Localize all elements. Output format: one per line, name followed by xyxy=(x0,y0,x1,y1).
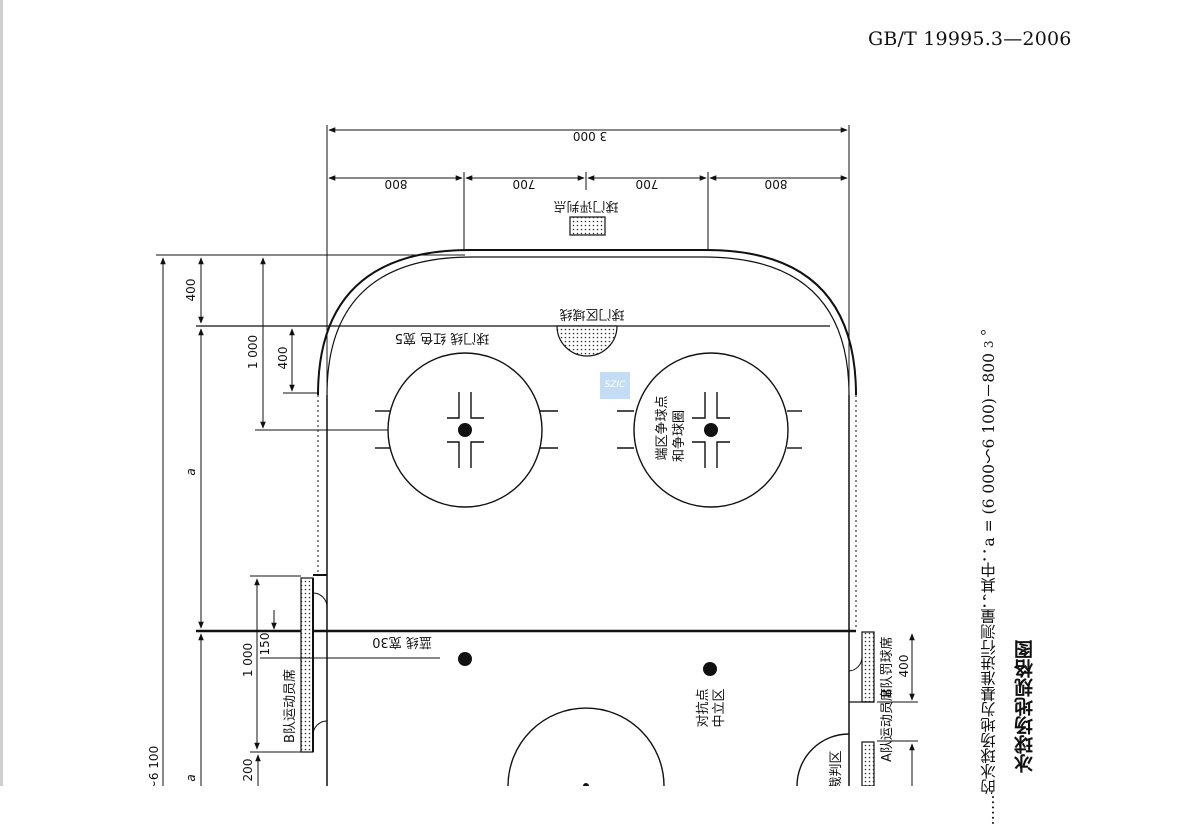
faceoff-spot-left xyxy=(458,423,472,437)
note-formula-numerator: (6 000～6 100)－800 xyxy=(980,353,998,515)
figure-title-text: 冰球场地规格图 xyxy=(1014,640,1036,773)
dim-horizontal xyxy=(326,125,850,390)
note-text: ……的冰球场地为基准进行测量；其中：a = xyxy=(980,519,998,826)
page-edge xyxy=(0,0,3,786)
rink-boards xyxy=(317,249,857,786)
neutral-spot-left xyxy=(458,652,472,666)
note-formula-denominator: 3 xyxy=(982,340,996,349)
dim-150: 150 xyxy=(258,633,272,656)
watermark-logo: SZIC xyxy=(600,372,630,399)
center-spot xyxy=(583,783,589,786)
figure-title: 冰球场地规格图 xyxy=(1008,640,1044,786)
dim-a-upper: a xyxy=(184,468,198,475)
rink-diagram: 3 000 800 700 700 800 400 1 000 400 a 1 … xyxy=(147,125,918,786)
note-formula-tail: 。 xyxy=(980,320,998,336)
dim-vertical xyxy=(156,254,918,786)
label-end-zone-faceoff-1: 端区争球点 xyxy=(655,395,670,460)
dim-1000-bench: 1 000 xyxy=(241,643,255,677)
label-officials-area: 裁判区 xyxy=(828,750,844,786)
label-goal-line: 球门线 红色 宽5 xyxy=(395,330,490,346)
label-team-a-bench: A队运动员席 xyxy=(879,688,895,762)
dim-seg-center-right: 700 xyxy=(636,177,659,191)
dim-seg-left: 800 xyxy=(385,177,408,191)
officials-area-arc xyxy=(796,733,850,786)
figure-note: ……的冰球场地为基准进行测量；其中：a = (6 000～6 100)－800 … xyxy=(968,320,1008,826)
faceoff-circle-right xyxy=(617,352,802,508)
goal-crease xyxy=(556,325,618,357)
dim-400-inner: 400 xyxy=(276,347,290,370)
dim-total-width: 3 000 xyxy=(573,129,607,143)
label-neutral-zone-2: 中立区 xyxy=(712,688,727,727)
dim-200: 200 xyxy=(241,759,255,782)
neutral-spot-right xyxy=(703,662,717,676)
team-b-bench xyxy=(300,574,328,753)
label-goal-crease-line: 球门区域线 xyxy=(559,306,624,321)
goal-judge-box xyxy=(569,216,606,236)
dim-seg-center-left: 700 xyxy=(513,177,536,191)
faceoff-spot-right xyxy=(704,423,718,437)
standard-number: GB/T 19995.3—2006 xyxy=(868,28,1072,50)
dim-a-lower: a xyxy=(184,774,198,781)
label-neutral-zone-1: 对抗点 xyxy=(696,688,711,727)
team-a-bench xyxy=(861,741,875,786)
dim-400-penalty: 400 xyxy=(897,655,911,678)
label-team-b-bench: B队运动员席 xyxy=(282,669,298,743)
team-b-penalty-box xyxy=(848,631,875,703)
label-end-zone-faceoff-2: 和争球圈 xyxy=(672,410,687,462)
dim-top-400: 400 xyxy=(184,279,198,302)
dim-total-6100: ~6 100 xyxy=(147,746,161,786)
dim-seg-right: 800 xyxy=(765,177,788,191)
dim-1000-top: 1 000 xyxy=(246,335,260,369)
label-goal-judge-point: 球门评判点 xyxy=(553,198,618,213)
label-blue-line: 蓝线 宽30 xyxy=(372,634,432,650)
center-circle xyxy=(507,707,665,786)
label-team-b-penalty: B队罚球席 xyxy=(879,637,895,698)
